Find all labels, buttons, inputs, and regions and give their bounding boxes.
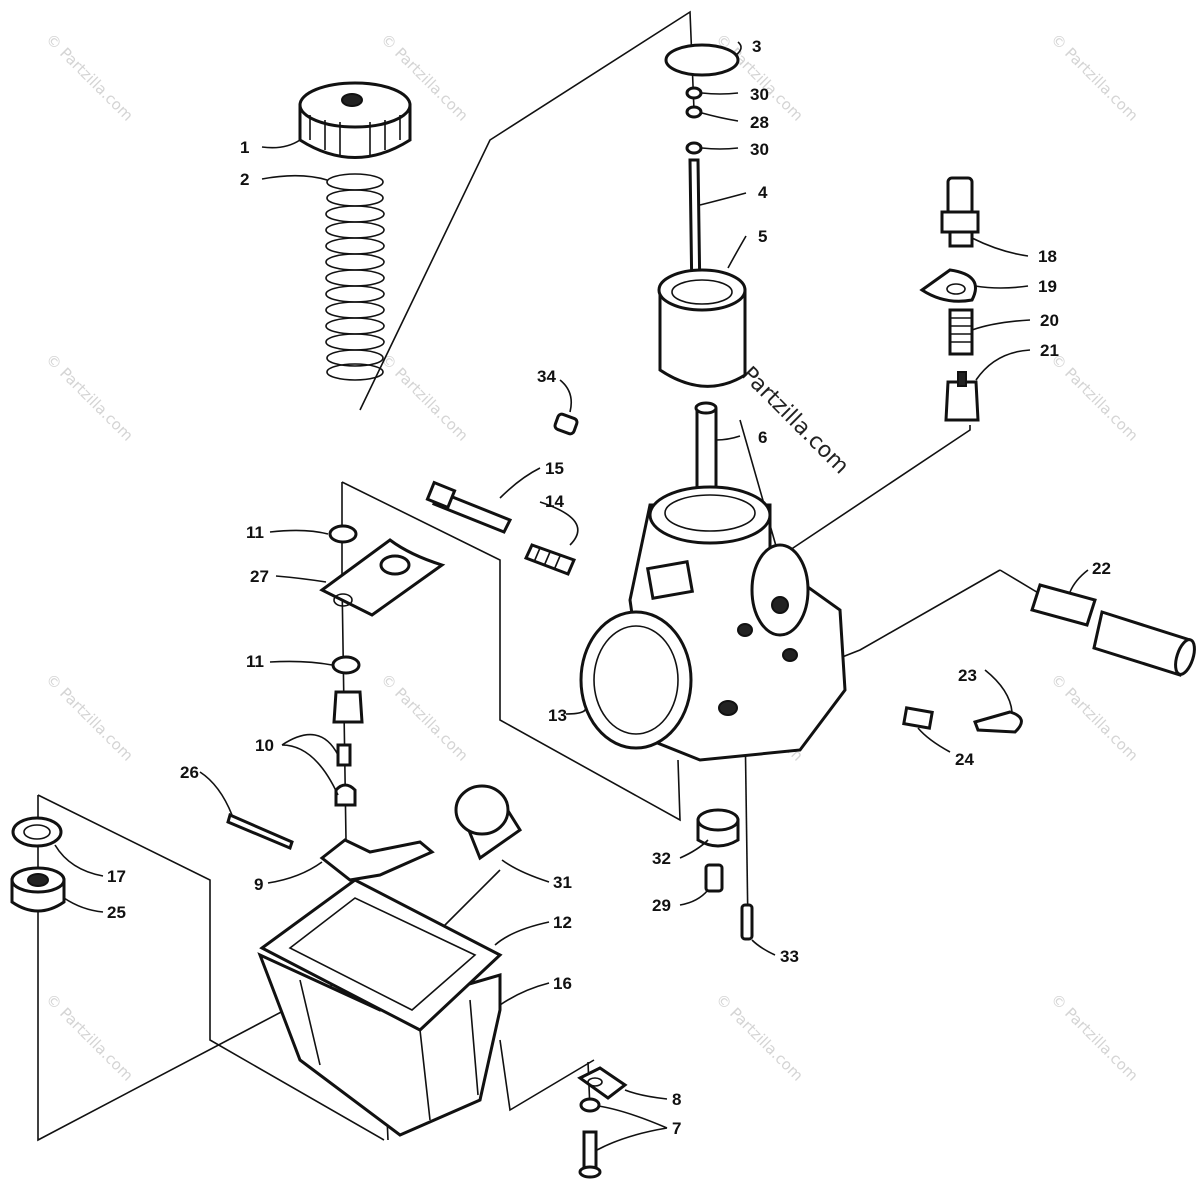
callout-18: 18 <box>1038 247 1057 266</box>
callout-1: 1 <box>240 138 249 157</box>
part-15-throttle-stop-screw <box>425 480 513 534</box>
part-11-washer-lower <box>331 655 361 675</box>
part-34-plug <box>553 412 579 436</box>
callout-20: 20 <box>1040 311 1059 330</box>
callout-12: 12 <box>553 913 572 932</box>
part-24-spring <box>902 706 934 730</box>
callout-21: 21 <box>1040 341 1059 360</box>
callout-34: 34 <box>537 367 556 386</box>
callout-14: 14 <box>545 492 564 511</box>
callout-19: 19 <box>1038 277 1057 296</box>
part-30-washer-upper <box>685 86 703 100</box>
callout-24: 24 <box>955 750 974 769</box>
watermark: © Partzilla.com <box>42 990 137 1085</box>
part-2-throttle-spring <box>325 173 385 381</box>
part-27-float-chamber-gasket-plate <box>319 538 446 617</box>
part-17-washer <box>11 816 63 848</box>
part-21-starter-plunger <box>944 371 980 422</box>
callout-32: 32 <box>652 849 671 868</box>
watermark: © Partzilla.com <box>1047 670 1142 765</box>
callout-11: 11 <box>246 523 264 542</box>
callout-13: 13 <box>548 706 567 725</box>
leader-lines <box>54 41 1089 1151</box>
part-32-jet-holder <box>696 808 740 848</box>
watermark: © Partzilla.com <box>42 350 137 445</box>
callout-labels: 1 2 3 30 28 30 4 5 18 19 20 21 34 6 15 1… <box>107 37 1111 1138</box>
part-1-mixing-chamber-cap <box>298 81 412 159</box>
callout-7: 7 <box>672 1119 681 1138</box>
part-22-hose <box>1030 583 1196 677</box>
callout-17: 17 <box>107 867 126 886</box>
part-8-bracket <box>577 1066 628 1100</box>
callout-8: 8 <box>672 1090 681 1109</box>
part-3-needle-retainer <box>664 43 740 77</box>
callout-23: 23 <box>958 666 977 685</box>
callout-28: 28 <box>750 113 769 132</box>
callout-22: 22 <box>1092 559 1111 578</box>
callout-29: 29 <box>652 896 671 915</box>
callout-30: 30 <box>750 140 769 159</box>
watermark: © Partzilla.com <box>377 670 472 765</box>
assembly-guide-lines <box>37 10 1051 1142</box>
callout-6: 6 <box>758 428 767 447</box>
watermark: © Partzilla.com <box>712 990 807 1085</box>
callout-5: 5 <box>758 227 767 246</box>
part-9-float-arm <box>319 838 435 882</box>
part-25-drain-plug <box>10 866 66 913</box>
watermark: © Partzilla.com <box>42 670 137 765</box>
callout-30: 30 <box>750 85 769 104</box>
part-33-main-jet <box>740 903 754 941</box>
callout-26: 26 <box>180 763 199 782</box>
watermark-layer: © Partzilla.com © Partzilla.com © Partzi… <box>42 30 1142 1085</box>
watermark: © Partzilla.com <box>1047 990 1142 1085</box>
part-30-washer-lower <box>685 141 703 155</box>
callout-3: 3 <box>752 37 761 56</box>
callout-11: 11 <box>246 652 264 671</box>
callout-25: 25 <box>107 903 126 922</box>
part-5-throttle-valve <box>657 268 747 388</box>
part-10-needle-valve-assembly <box>332 690 364 807</box>
part-31-float <box>454 784 523 861</box>
watermark: © Partzilla.com <box>42 30 137 125</box>
callout-27: 27 <box>250 567 269 586</box>
part-23-air-screw <box>973 710 1023 734</box>
part-20-spring <box>948 308 974 356</box>
watermark: © Partzilla.com <box>1047 350 1142 445</box>
callout-31: 31 <box>553 873 572 892</box>
part-13-carburetor-body <box>579 485 847 762</box>
part-11-washer-upper <box>328 524 358 544</box>
part-18-starter-plunger-nut <box>940 176 980 248</box>
callout-10: 10 <box>255 736 274 755</box>
callout-9: 9 <box>254 875 263 894</box>
part-12-float-bowl-gasket <box>259 878 503 1032</box>
part-26-float-pin <box>226 812 294 851</box>
callout-15: 15 <box>545 459 564 478</box>
watermark: © Partzilla.com <box>1047 30 1142 125</box>
part-7-screw-and-washer <box>578 1097 602 1179</box>
part-14-spring <box>523 543 577 576</box>
callout-33: 33 <box>780 947 799 966</box>
callout-4: 4 <box>758 183 768 202</box>
part-28-clip <box>685 105 703 119</box>
part-19-plate <box>919 268 977 303</box>
callout-2: 2 <box>240 170 249 189</box>
part-29-pilot-jet <box>704 863 724 893</box>
callout-16: 16 <box>553 974 572 993</box>
watermark: © Partzilla.com <box>377 350 472 445</box>
